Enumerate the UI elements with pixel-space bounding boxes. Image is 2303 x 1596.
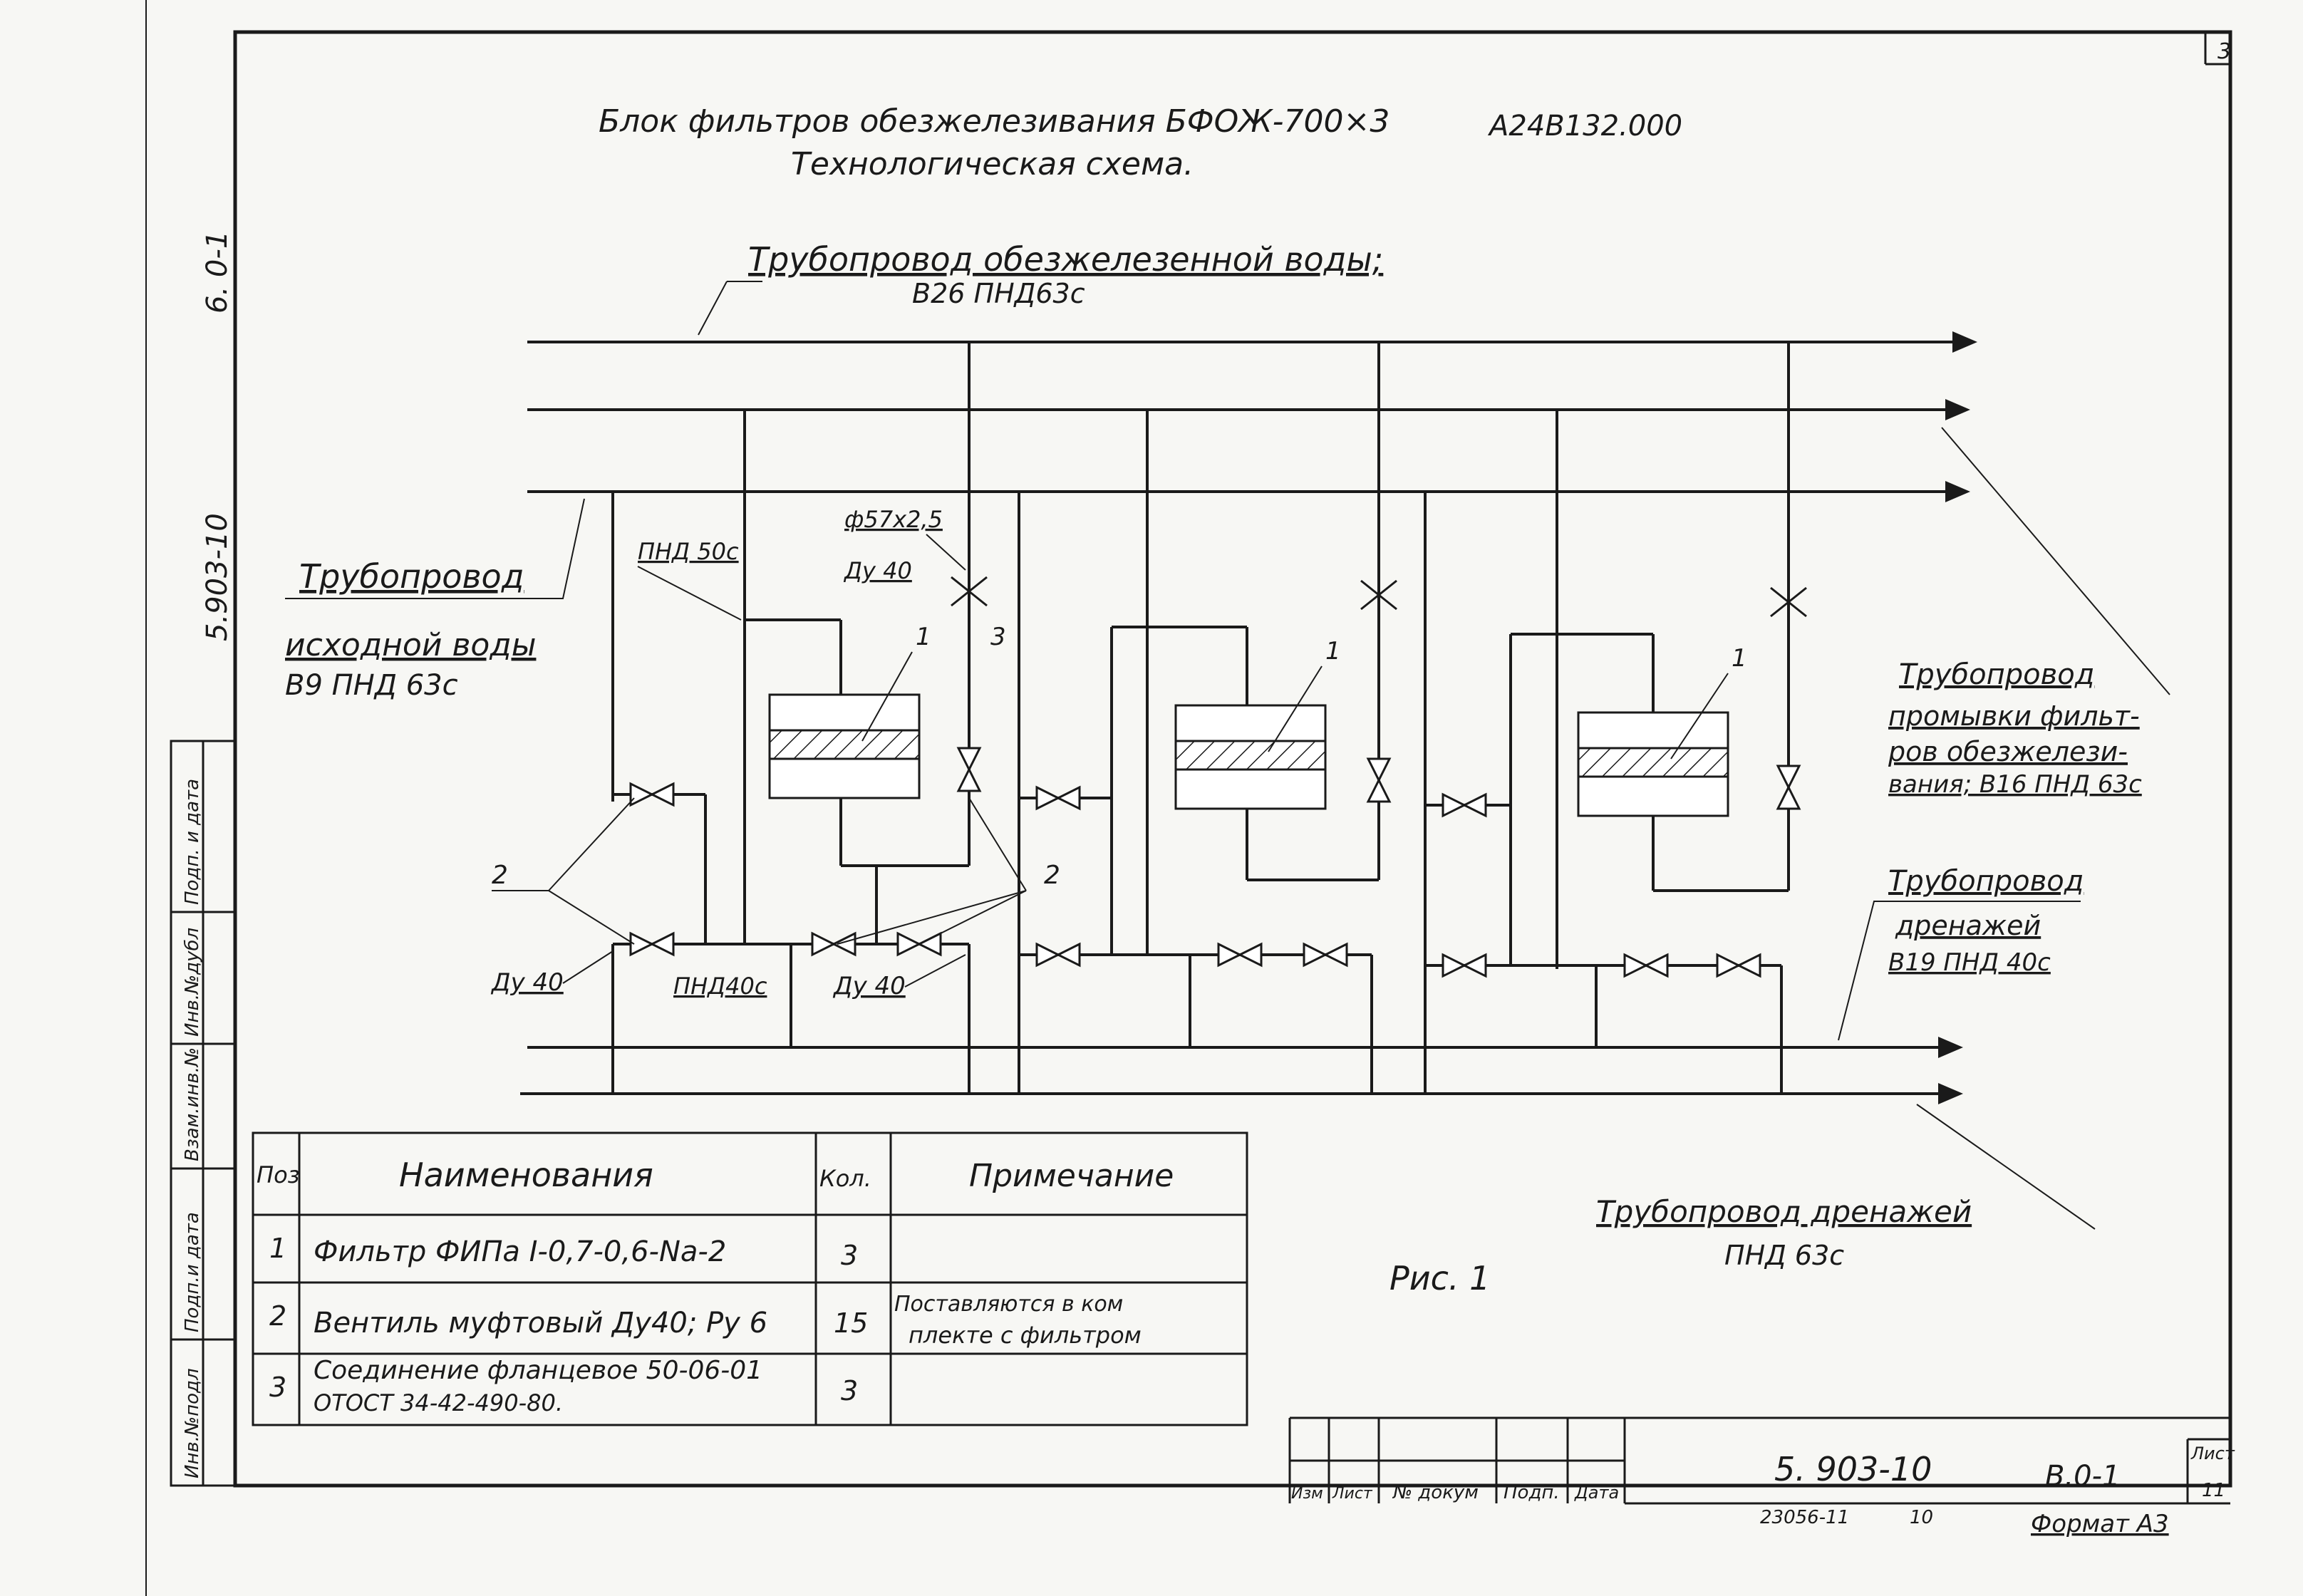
- flush-label-4: вания; В16 ПНД 63с: [1888, 770, 2142, 799]
- spec-table: [252, 1131, 1248, 1426]
- flow-arrows: [1938, 331, 1977, 1104]
- pos1-callout-b: 1: [1325, 637, 1341, 665]
- valve-1b-b: [649, 931, 675, 957]
- spec-header-qty: Кол.: [819, 1165, 871, 1192]
- arrow-drain1: [1938, 1037, 1963, 1058]
- spec-note-line2: плекте с фильтром: [909, 1322, 1142, 1349]
- side-stamp-column: [170, 740, 237, 1487]
- spec-header-note: Примечание: [969, 1158, 1174, 1194]
- drawing-title: Блок фильтров обезжелезивания БФОЖ-700×3: [599, 103, 1389, 140]
- pos2-callout-a: 2: [492, 861, 508, 890]
- figure-caption: Рис. 1: [1389, 1259, 1490, 1297]
- pos2-callout-b: 2: [1044, 861, 1060, 890]
- tb-sheet-label: Лист: [2190, 1444, 2235, 1463]
- spec-row1-pos: 1: [269, 1233, 286, 1264]
- flush-label-3: ров обезжелези-: [1888, 736, 2128, 767]
- dy40-callout-c: Ду 40: [832, 972, 906, 1000]
- drain-bottom-label-1: Трубопровод дренажей: [1596, 1194, 1972, 1229]
- drawing-code: А24В132.000: [1487, 110, 1682, 142]
- spec-row3-name: Соединение фланцевое 50-06-01: [314, 1356, 762, 1385]
- spec-row1-name: Фильтр ФИПа I-0,7-0,6-Na-2: [314, 1235, 726, 1268]
- tb-sign: Подп.: [1504, 1482, 1560, 1503]
- spec-header-name: Наименования: [399, 1156, 653, 1194]
- tb-format: Формат А3: [2031, 1510, 2169, 1538]
- flush-label-1: Трубопровод: [1899, 658, 2094, 691]
- tb-doc: № докум: [1392, 1482, 1479, 1503]
- arrow-flush: [1945, 399, 1970, 420]
- valve-1d: [896, 931, 922, 957]
- tb-date: Дата: [1574, 1483, 1619, 1503]
- valve-1e: [956, 747, 982, 772]
- drain-bottom-label-2: ПНД 63с: [1724, 1240, 1844, 1271]
- arrow-drain2: [1938, 1083, 1963, 1104]
- dy40-callout-a: Ду 40: [843, 557, 912, 584]
- valve-1e-b: [956, 767, 982, 792]
- source-water-label-1: Трубопровод: [299, 557, 524, 596]
- stamp-podp-data-1: Подп.и дата: [182, 1212, 203, 1332]
- title-block: [1288, 1416, 2230, 1505]
- filter-unit-3: [1424, 342, 1807, 1094]
- tb-sheet-code: В.0-1: [2045, 1460, 2121, 1493]
- drawing-subtitle: Технологическая схема.: [791, 146, 1194, 182]
- tb-sheet-number: 11: [2202, 1480, 2225, 1501]
- source-water-label-2: исходной воды: [285, 627, 536, 663]
- dy40-callout-b: Ду 40: [490, 968, 564, 997]
- pnd40-callout: ПНД40с: [673, 973, 767, 1000]
- tb-list: Лист: [1332, 1485, 1373, 1503]
- pos1-callout-a: 1: [916, 623, 931, 651]
- filter-unit-1: [611, 342, 988, 1094]
- spec-row2-name: Вентиль муфтовый Ду40; Ру 6: [314, 1307, 767, 1340]
- valve-1c-b: [831, 931, 856, 957]
- spec-row2-qty: 15: [834, 1307, 868, 1339]
- stamp-podp-data-2: Подп. и дата: [182, 779, 203, 905]
- valve-1a-b: [649, 782, 675, 807]
- spec-row3-pos: 3: [269, 1372, 286, 1403]
- valve-1d-b: [916, 931, 942, 957]
- treated-water-label-1: Трубопровод обезжелезенной воды;: [748, 240, 1383, 279]
- drain-top-label-3: В19 ПНД 40с: [1888, 948, 2051, 977]
- valve-1c: [811, 931, 837, 957]
- tb-izm: Изм: [1291, 1485, 1323, 1503]
- tb-archive-no: 23056-11: [1760, 1507, 1849, 1528]
- side-label-lower: 5.903-10: [201, 513, 234, 641]
- pipeline-lines: [520, 341, 1952, 1095]
- flush-label-2: промывки фильт-: [1888, 700, 2140, 732]
- arrow-treated: [1952, 331, 1977, 353]
- pos3-callout: 3: [990, 623, 1006, 651]
- spec-note-line1: Поставляются в ком: [894, 1292, 1123, 1317]
- stamp-inv-dubl: Инв.№дубл: [182, 928, 203, 1037]
- spec-header-pos: Поз: [257, 1161, 300, 1188]
- tb-designation: 5. 903-10: [1774, 1450, 1932, 1488]
- stamp-inv-podl: Инв.№подл: [182, 1368, 203, 1478]
- stamp-vzam-inv: Взам.инв.№: [182, 1047, 203, 1161]
- arrow-source: [1945, 481, 1970, 502]
- top-right-mark: 3: [2217, 39, 2231, 64]
- drain-top-label-2: дренажей: [1895, 910, 2041, 941]
- pipe-size-callout: ф57х2,5: [844, 506, 943, 533]
- valve-1a: [629, 782, 655, 807]
- side-label-upper: 6. 0-1: [201, 231, 234, 314]
- drain-top-label-1: Трубопровод: [1888, 865, 2084, 898]
- filter-unit-2: [1018, 342, 1397, 1094]
- spec-row3-qty: 3: [841, 1375, 858, 1406]
- pnd50-callout: ПНД 50с: [638, 538, 739, 565]
- treated-water-label-2: В26 ПНД63с: [912, 278, 1085, 309]
- spec-row3-name2: ОТОСТ 34-42-490-80.: [314, 1389, 563, 1416]
- tb-archive-sub: 10: [1910, 1507, 1933, 1528]
- valve-1b: [629, 931, 655, 957]
- spec-row2-pos: 2: [269, 1300, 286, 1332]
- source-water-label-3: В9 ПНД 63с: [285, 669, 458, 702]
- spec-row1-qty: 3: [841, 1240, 858, 1271]
- pos1-callout-c: 1: [1732, 644, 1747, 673]
